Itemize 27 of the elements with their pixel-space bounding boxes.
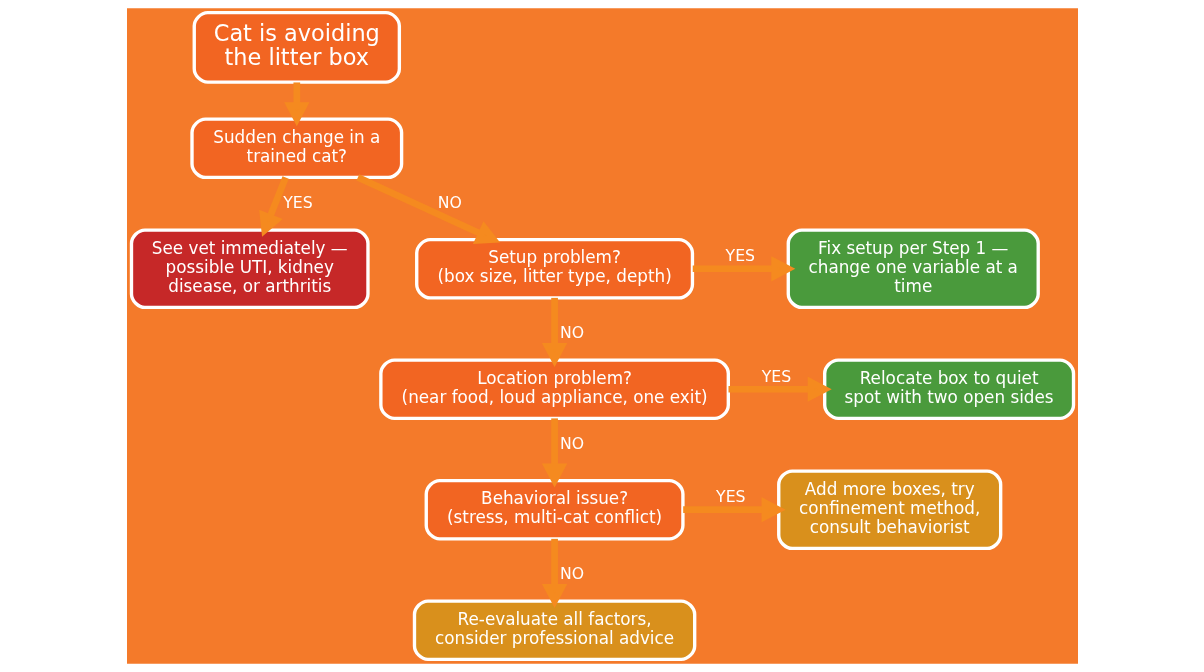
arrow (258, 176, 289, 237)
arrow (541, 297, 567, 368)
arrow (541, 538, 567, 609)
node-box: Relocate box to quiet spot with two open sides (822, 358, 1075, 421)
arrow (541, 418, 567, 488)
node-box: Behavioral issue? (stress, multi-cat conflict) (424, 478, 685, 541)
edge-label: YES (761, 366, 791, 386)
node-box: Location problem? (near food, loud appliance, one exit) (378, 358, 730, 421)
edge-label: NO (559, 433, 584, 453)
node-box: Setup problem? (box size, litter type, depth) (414, 237, 694, 300)
edge-label: NO (559, 563, 584, 583)
arrow (682, 497, 786, 523)
edge-label: YES (715, 487, 746, 507)
edge-label: YES (282, 192, 313, 212)
edge-label: YES (725, 246, 755, 266)
edge-label: NO (559, 322, 584, 342)
arrow (692, 256, 795, 282)
arrow (283, 82, 309, 127)
edge-label: NO (437, 192, 462, 212)
node-box: See vet immediately — possible UTI, kidney disease, or arthritis (129, 228, 370, 310)
node-box: Sudden change in a trained cat? (189, 117, 403, 180)
node-box: Cat is avoiding the litter box (192, 10, 401, 84)
node-box: Re-evaluate all factors, consider professional advice (412, 599, 696, 662)
arrow (728, 376, 832, 402)
arrow (356, 174, 500, 245)
node-box: Add more boxes, try confinement method, consult behaviorist (776, 469, 1002, 551)
node-box: Fix setup per Step 1 — change one variable at a time (786, 228, 1040, 310)
